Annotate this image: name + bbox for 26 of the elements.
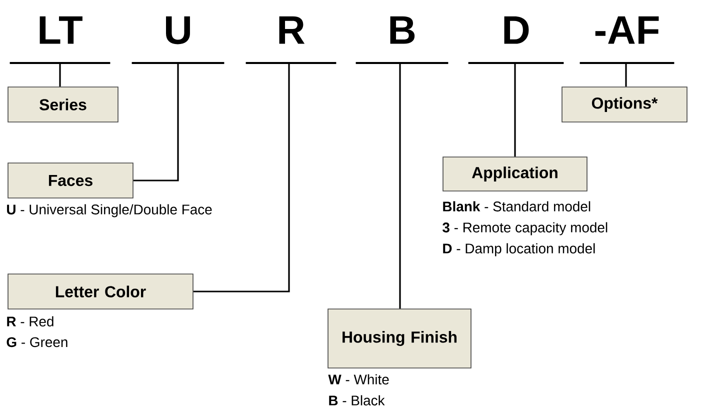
category-box: Series [8,86,118,122]
category-box: Options* [562,86,688,122]
option-description: Blank - Standard model [443,201,590,212]
category-box: Faces [8,162,134,198]
category-box: Housing Finish [328,308,472,368]
leader-line [399,63,401,309]
code-letter: B [356,16,448,64]
code-letter: U [132,16,224,64]
option-description: G - Green [6,337,68,348]
option-description: R - Red [7,316,54,326]
option-description: U - Universal Single/Double Face [7,204,212,218]
leader-line [133,63,179,182]
category-box: Letter Color [8,274,194,310]
code-letter: R [246,16,336,64]
category-box: Application [442,156,588,192]
leader-line [59,63,61,87]
option-description: 3 - Remote capacity model [442,222,608,236]
leader-line [625,63,627,87]
option-description: W - White [328,374,389,384]
code-letter: -AF [580,16,674,64]
code-letter: D [468,16,564,64]
leader-line [193,63,290,292]
leader-line [514,63,516,157]
option-description: B - Black [329,395,385,406]
option-description: D - Damp location model [443,243,595,256]
code-letter: LT [10,16,110,64]
